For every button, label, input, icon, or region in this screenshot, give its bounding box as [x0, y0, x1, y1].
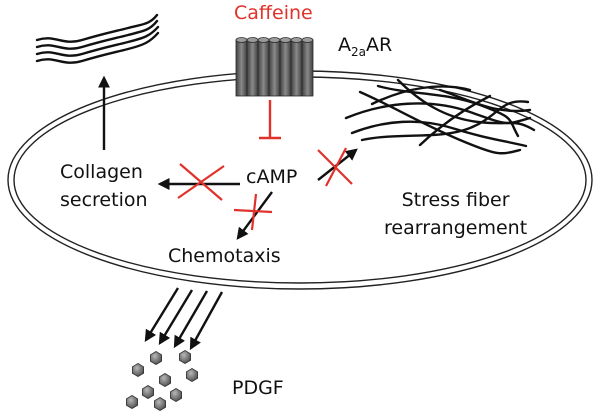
- pdgf-molecules-icon: [126, 350, 199, 411]
- stress-block-icon: [317, 147, 353, 187]
- receptor-helix-top: [290, 37, 303, 43]
- pdgf-label: PDGF: [232, 377, 284, 399]
- receptor-helix-top: [246, 37, 259, 43]
- chemotaxis-label: Chemotaxis: [168, 245, 281, 267]
- receptor-helix-top: [235, 37, 248, 43]
- pdgf-molecule-icon: [169, 388, 183, 402]
- caffeine-inhibition-icon: [259, 100, 281, 140]
- receptor-helix: [268, 39, 281, 97]
- pdgf-molecule-icon: [178, 350, 192, 364]
- stress-line-1: Stress fiber: [401, 189, 510, 211]
- camp-label: cAMP: [246, 166, 298, 188]
- stress-fibers-icon: [344, 78, 536, 155]
- receptor-helix-top: [301, 37, 314, 43]
- stress-line-2: rearrangement: [384, 217, 528, 239]
- receptor-label: A2aAR: [338, 34, 393, 59]
- stress-fiber-label: Stress fiber rearrangement: [384, 191, 527, 238]
- receptor-helix-top: [268, 37, 281, 43]
- collagen-block-icon: [177, 163, 225, 201]
- receptor-helix: [301, 39, 314, 97]
- collagen-fibers-icon: [35, 13, 160, 64]
- pdgf-arrows: [144, 287, 224, 351]
- pdgf-molecule-icon: [158, 373, 172, 387]
- receptor-helix: [235, 39, 248, 97]
- camp-to-chemotaxis-arrow: [236, 191, 273, 240]
- receptor-helix: [257, 39, 270, 97]
- receptor-helix-top: [279, 37, 292, 43]
- receptor-label-suffix: AR: [366, 34, 393, 56]
- collagen-secretion-label: Collagen secretion: [60, 163, 148, 210]
- receptor-label-subscript: 2a: [351, 45, 366, 59]
- collagen-line-2: secretion: [60, 189, 148, 211]
- pdgf-molecule-icon: [126, 395, 139, 409]
- pdgf-molecule-icon: [149, 351, 163, 365]
- caffeine-label: Caffeine: [234, 2, 313, 24]
- pdgf-molecule-icon: [185, 368, 199, 382]
- pdgf-molecule-icon: [153, 397, 167, 411]
- receptor-helix: [246, 39, 259, 97]
- collagen-line-1: Collagen: [60, 161, 143, 183]
- pdgf-molecule-icon: [141, 385, 155, 399]
- receptor-helix: [290, 39, 303, 97]
- receptor-helix-top: [257, 37, 270, 43]
- receptor-label-main: A: [338, 34, 351, 56]
- chemotaxis-block-icon: [233, 193, 273, 231]
- a2a-receptor-icon: [235, 37, 314, 97]
- pdgf-molecule-icon: [131, 363, 145, 377]
- receptor-helix: [279, 39, 292, 97]
